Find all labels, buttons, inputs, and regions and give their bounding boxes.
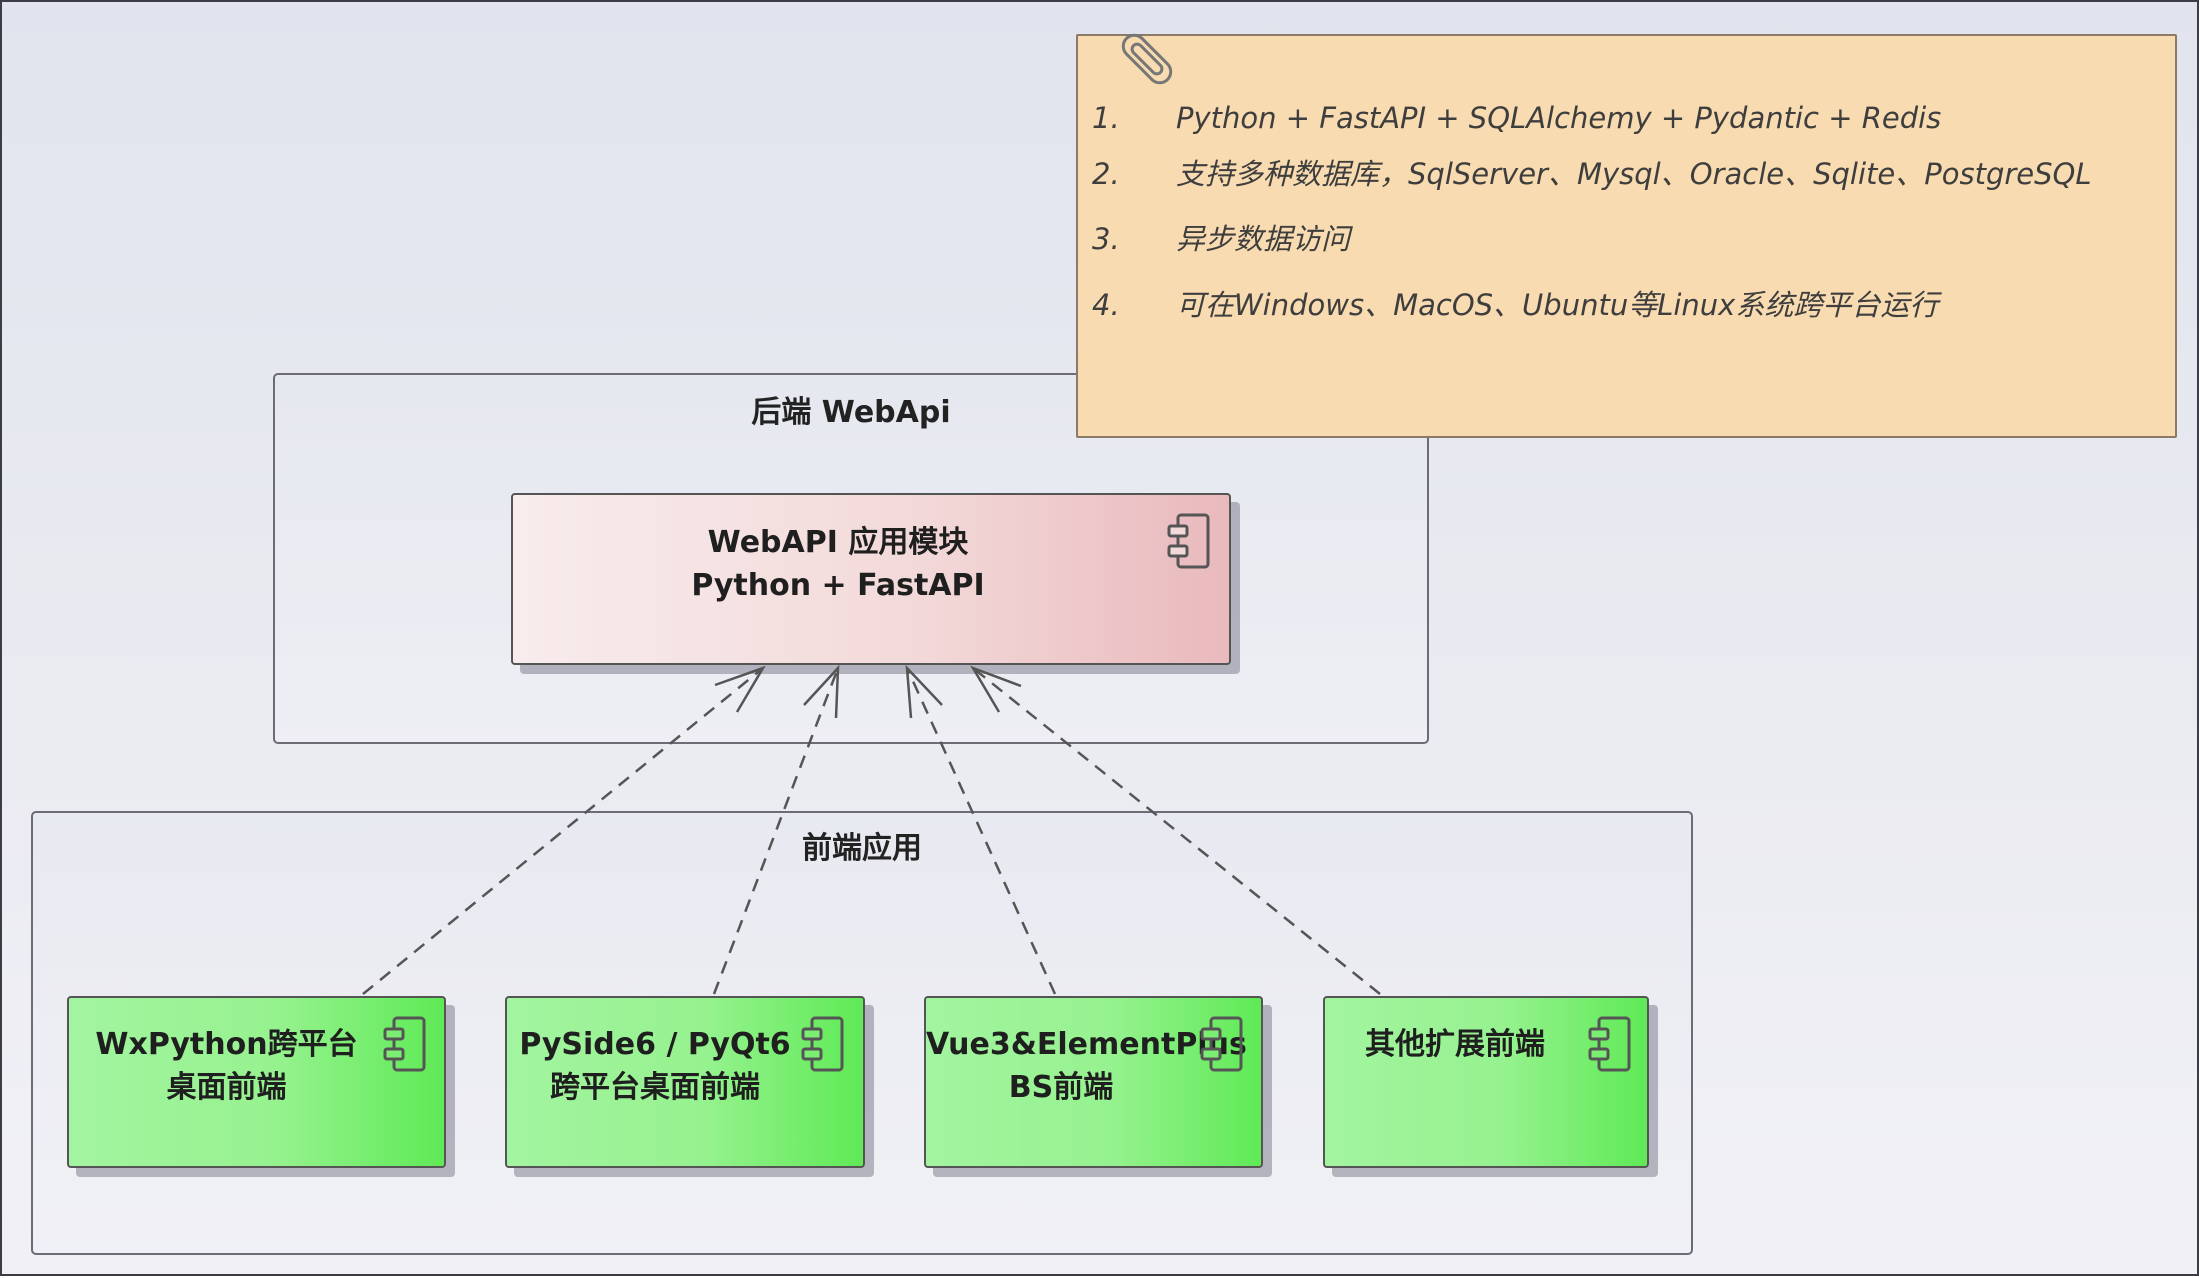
component-label-line1: WxPython跨平台 (95, 1027, 358, 1062)
vue-elementplus-frontend-component[interactable]: Vue3&ElementPlus BS前端 (924, 996, 1263, 1168)
note-item-text: 支持多种数据库，SqlServer、Mysql、Oracle、Sqlite、Po… (1176, 157, 2092, 191)
component-icon (383, 1016, 426, 1072)
component-icon (801, 1016, 844, 1072)
backend-package-title: 后端 WebApi (751, 395, 951, 430)
note-item-number: 1. (1092, 101, 1120, 135)
note-item-text: 可在Windows、MacOS、Ubuntu等Linux系统跨平台运行 (1176, 288, 1939, 322)
webapi-module-label: WebAPI 应用模块 Python + FastAPI (513, 521, 1163, 607)
component-label-line1: PySide6 / PyQt6 (519, 1027, 791, 1062)
note-item-number: 3. (1092, 222, 1120, 256)
component-label-line1: 其他扩展前端 (1365, 1027, 1545, 1062)
paperclip-icon (1121, 33, 1173, 85)
component-icon (1167, 513, 1210, 569)
note-item-number: 2. (1092, 157, 1120, 191)
component-label-line1: Vue3&ElementPlus (926, 1027, 1247, 1062)
note-item-number: 4. (1092, 288, 1120, 322)
vue-elementplus-frontend-label: Vue3&ElementPlus BS前端 (926, 1023, 1247, 1109)
note-item-text: 异步数据访问 (1176, 222, 1351, 256)
note-item-text: Python + FastAPI + SQLAlchemy + Pydantic… (1176, 101, 1942, 135)
wxpython-frontend-component[interactable]: WxPython跨平台 桌面前端 (67, 996, 446, 1168)
frontend-package-title: 前端应用 (802, 831, 922, 866)
other-frontend-label: 其他扩展前端 (1325, 1023, 1585, 1066)
component-icon (1200, 1016, 1243, 1072)
component-label-line2: 桌面前端 (166, 1070, 287, 1105)
component-icon (1588, 1016, 1631, 1072)
pyside-pyqt-frontend-label: PySide6 / PyQt6 跨平台桌面前端 (507, 1023, 803, 1109)
component-label-line1: WebAPI 应用模块 (707, 525, 969, 560)
other-frontend-component[interactable]: 其他扩展前端 (1323, 996, 1649, 1168)
wxpython-frontend-label: WxPython跨平台 桌面前端 (69, 1023, 384, 1109)
component-label-line2: Python + FastAPI (691, 568, 985, 603)
component-label-line2: BS前端 (1008, 1070, 1114, 1105)
webapi-module-component[interactable]: WebAPI 应用模块 Python + FastAPI (511, 493, 1231, 665)
component-label-line2: 跨平台桌面前端 (550, 1070, 760, 1105)
note-box[interactable]: 1. Python + FastAPI + SQLAlchemy + Pydan… (1076, 33, 2177, 438)
pyside-pyqt-frontend-component[interactable]: PySide6 / PyQt6 跨平台桌面前端 (505, 996, 865, 1168)
